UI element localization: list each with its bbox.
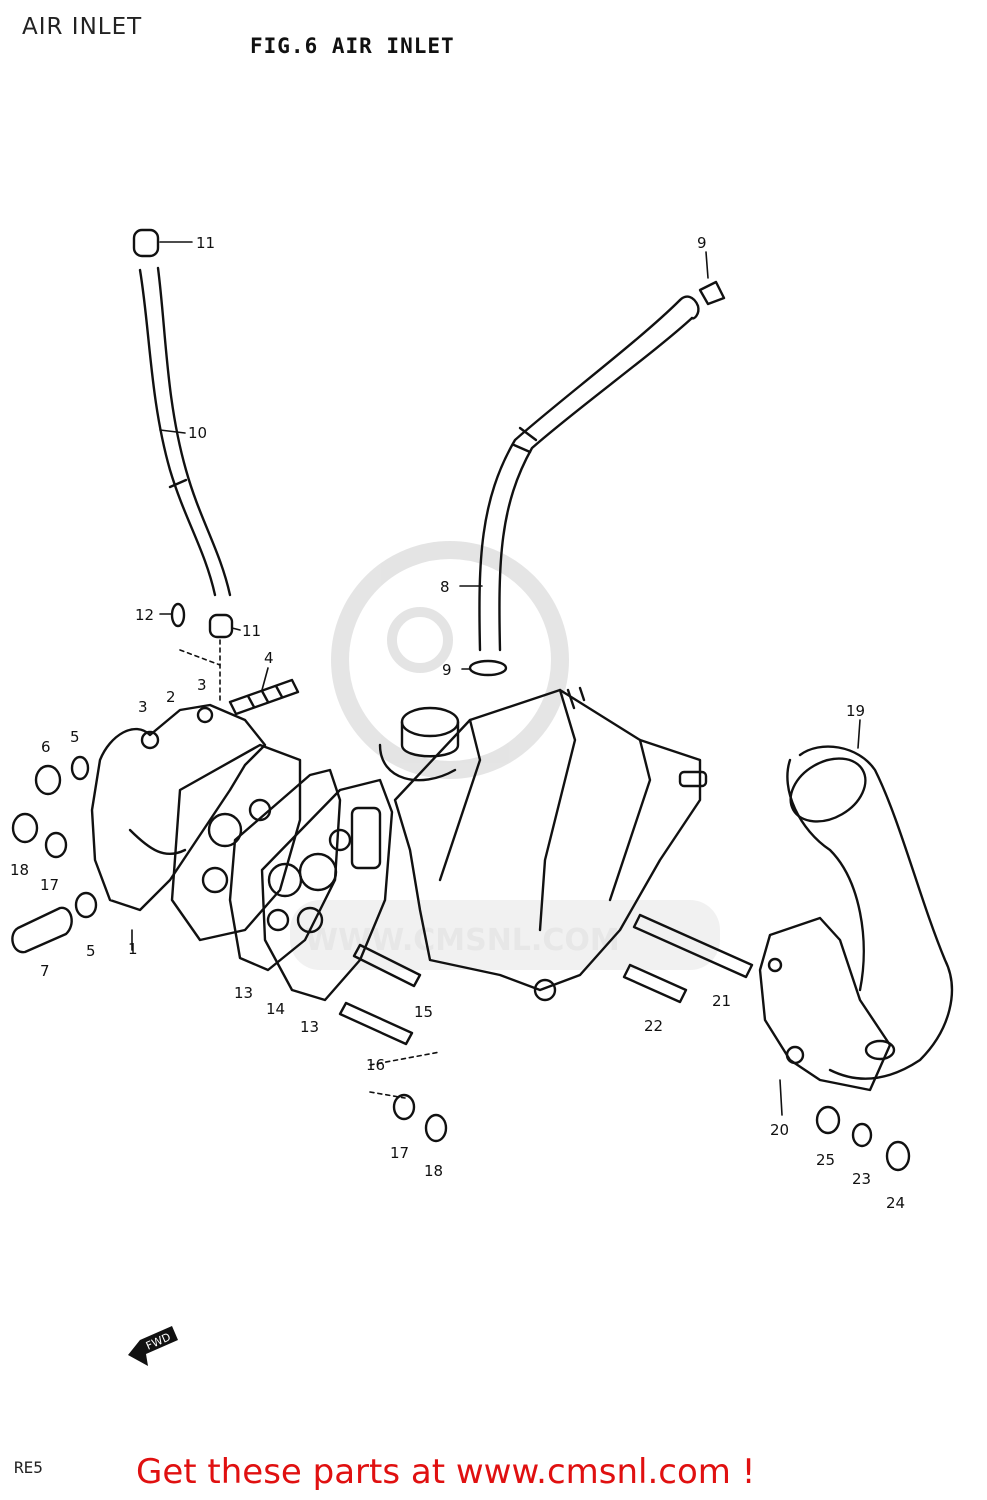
callout-21: 21	[712, 992, 731, 1010]
stud-15	[352, 943, 422, 988]
watermark-text: WWW.CMSNL.COM	[305, 923, 620, 958]
callout-13-left: 13	[234, 984, 253, 1002]
callout-6: 6	[41, 738, 51, 756]
callout-17-left: 17	[40, 876, 59, 894]
callout-5-top: 5	[70, 728, 80, 746]
page-code: RE5	[14, 1458, 43, 1477]
clamp-9-lower	[468, 659, 508, 677]
promo-link[interactable]: Get these parts at www.cmsnl.com !	[136, 1452, 756, 1492]
gasket-13-front	[260, 778, 394, 1002]
callout-22: 22	[644, 1017, 663, 1035]
nut-18-left	[11, 812, 39, 844]
manifold-1	[90, 703, 267, 912]
callout-13-right: 13	[300, 1018, 319, 1036]
callout-15: 15	[414, 1003, 433, 1021]
fwd-arrow: FWD	[128, 1326, 178, 1366]
callout-20: 20	[770, 1121, 789, 1139]
gasket-13-rear	[170, 743, 302, 942]
washer-5-upper	[70, 755, 90, 781]
figure-title: FIG.6 AIR INLET	[250, 34, 455, 58]
callout-17-right: 17	[390, 1144, 409, 1162]
fwd-label: FWD	[144, 1330, 173, 1352]
callout-7: 7	[40, 962, 50, 980]
callout-18-left: 18	[10, 861, 29, 879]
callout-10: 10	[188, 424, 207, 442]
callout-3-left: 3	[138, 698, 148, 716]
callout-1: 1	[128, 940, 138, 958]
lockwasher-23	[851, 1122, 873, 1148]
flange-20	[758, 916, 896, 1092]
leader-lines	[131, 241, 861, 1116]
callout-4: 4	[264, 649, 274, 667]
stud-4	[228, 678, 300, 716]
callout-numbers: 11 10 9 8 9 12 11 4 3 2 3 5 6 18 17 5 7 …	[10, 234, 905, 1212]
stud-16	[338, 1001, 414, 1046]
callout-12: 12	[135, 606, 154, 624]
callout-23: 23	[852, 1170, 871, 1188]
cap-11-lower	[208, 613, 234, 639]
plug-12	[170, 602, 186, 628]
clamp-9-upper	[698, 280, 726, 306]
callout-19: 19	[846, 702, 865, 720]
hose-8	[478, 295, 700, 652]
callout-9-bottom: 9	[442, 661, 452, 679]
page-caption: AIR INLET	[22, 14, 143, 40]
carburetor-assembly	[378, 686, 708, 1002]
callout-3-right: 3	[197, 676, 207, 694]
nut-18-right	[424, 1113, 448, 1143]
washer-5-lower	[74, 891, 98, 919]
callout-24: 24	[886, 1194, 905, 1212]
watermark: WWW.CMSNL.COM	[290, 541, 720, 970]
callout-9-top: 9	[697, 234, 707, 252]
callout-5-bottom: 5	[86, 942, 96, 960]
nut-6	[34, 764, 62, 796]
callout-16: 16	[366, 1056, 385, 1074]
hose-10	[132, 228, 232, 597]
callout-11-bottom: 11	[242, 622, 261, 640]
callout-25: 25	[816, 1151, 835, 1169]
callout-11-top: 11	[196, 234, 215, 252]
stud-22	[622, 963, 688, 1004]
spacer-7	[11, 906, 73, 954]
lockwasher-17-left	[44, 831, 68, 859]
nut-24	[885, 1140, 911, 1172]
air-duct-19	[786, 745, 953, 1080]
callout-18-right: 18	[424, 1162, 443, 1180]
washer-25	[815, 1105, 841, 1135]
lockwasher-17-right	[392, 1093, 416, 1121]
callout-8: 8	[440, 578, 450, 596]
stud-21	[632, 913, 754, 979]
callout-14: 14	[266, 1000, 285, 1018]
callout-2: 2	[166, 688, 176, 706]
